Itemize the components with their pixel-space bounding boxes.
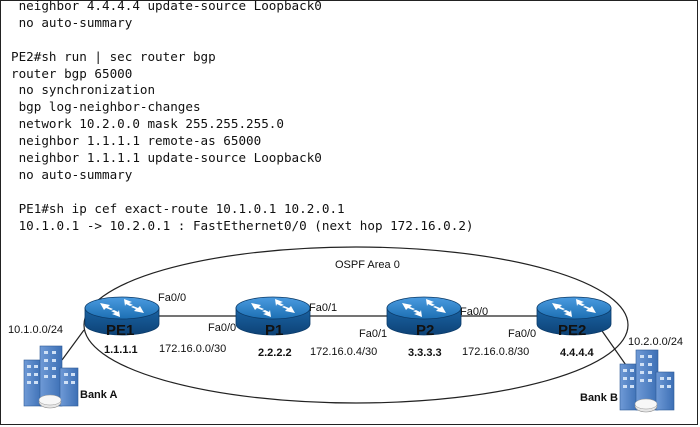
bankA-building-icon (23, 345, 79, 409)
cli-line: bgp log-neighbor-changes (11, 99, 201, 115)
subnet-p1-p2: 172.16.0.4/30 (310, 346, 377, 358)
bankA-name: Bank A (80, 389, 118, 401)
router-pe2-name: PE2 (558, 322, 586, 339)
cli-line: neighbor 1.1.1.1 update-source Loopback0 (11, 150, 322, 166)
cli-line: network 10.2.0.0 mask 255.255.255.0 (11, 116, 284, 132)
p1-right-interface-label: Fa0/1 (309, 302, 337, 314)
router-p1-loopback: 2.2.2.2 (258, 347, 292, 359)
cli-output: neighbor 4.4.4.4 update-source Loopback0… (11, 0, 474, 234)
cli-line: no auto-summary (11, 14, 133, 30)
cli-line: no synchronization (11, 82, 156, 98)
link-pe2-bankB (599, 327, 629, 369)
router-p1-name: P1 (265, 322, 283, 339)
cli-line: neighbor 1.1.1.1 remote-as 65000 (11, 133, 262, 149)
cli-line: 10.1.0.1 -> 10.2.0.1 : FastEthernet0/0 (… (11, 217, 474, 233)
router-pe1-loopback: 1.1.1.1 (104, 344, 138, 356)
bankB-name: Bank B (580, 392, 618, 404)
p2-right-interface-label: Fa0/0 (460, 306, 488, 318)
router-pe1-name: PE1 (106, 322, 134, 339)
router-p2-loopback: 3.3.3.3 (408, 347, 442, 359)
subnet-pe1-p1: 172.16.0.0/30 (159, 343, 226, 355)
pe1-interface-label: Fa0/0 (158, 292, 186, 304)
p2-left-interface-label: Fa0/1 (359, 328, 387, 340)
bankB-subnet: 10.2.0.0/24 (628, 336, 683, 348)
subnet-p2-pe2: 172.16.0.8/30 (462, 346, 529, 358)
p1-left-interface-label: Fa0/0 (208, 322, 236, 334)
cli-line: PE1#sh ip cef exact-route 10.1.0.1 10.2.… (11, 200, 345, 216)
ospf-area-boundary (83, 246, 629, 404)
ospf-area-label: OSPF Area 0 (335, 259, 400, 271)
pe2-interface-label: Fa0/0 (508, 328, 536, 340)
cli-line: router bgp 65000 (11, 65, 133, 81)
router-pe2-loopback: 4.4.4.4 (560, 347, 595, 359)
cli-line: PE2#sh run | sec router bgp (11, 48, 216, 64)
bankA-subnet: 10.1.0.0/24 (8, 324, 63, 336)
link-bankA-pe1 (61, 329, 85, 361)
bankB-building-icon (619, 349, 675, 413)
cli-line: no auto-summary (11, 166, 133, 182)
router-p2-name: P2 (416, 322, 434, 339)
cli-line: neighbor 4.4.4.4 update-source Loopback0 (11, 0, 322, 13)
